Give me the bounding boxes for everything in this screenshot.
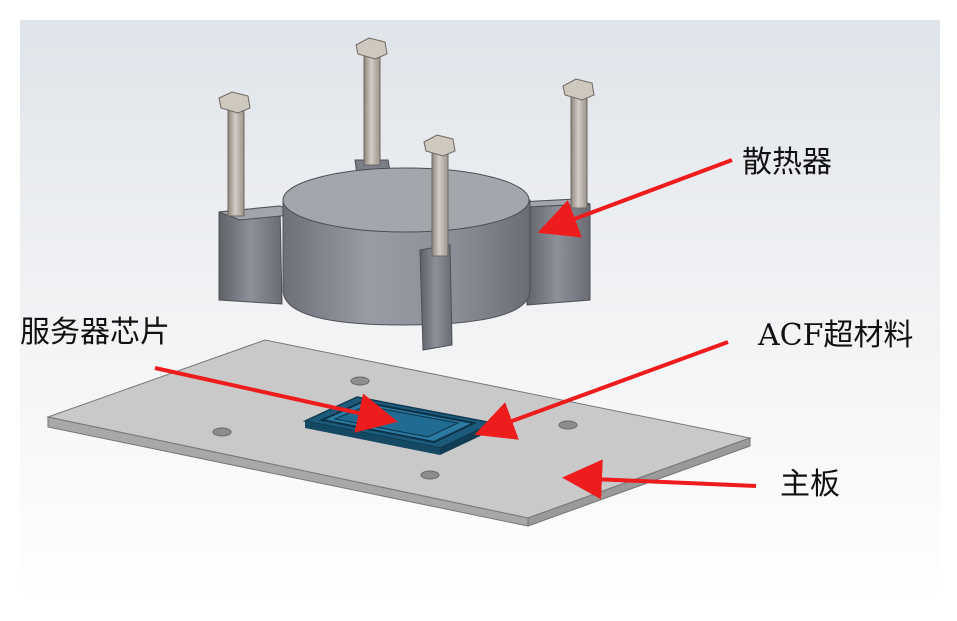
label-mainboard: 主板 [780, 467, 840, 502]
arrow-heatsink [537, 158, 733, 238]
bolt [562, 78, 595, 209]
bolt [423, 134, 456, 257]
arrow-mainboard [562, 459, 757, 500]
heatsink [218, 159, 591, 351]
mounting-hole [212, 427, 232, 437]
label-server-chip: 服务器芯片 [20, 315, 170, 350]
bolt [218, 91, 251, 217]
label-acf-material: ACF超材料 [758, 318, 914, 353]
mounting-hole [420, 470, 440, 480]
arrow-acf [474, 340, 729, 440]
bolt [355, 37, 388, 166]
label-heatsink: 散热器 [742, 145, 832, 180]
arrow-chip [154, 366, 398, 433]
mounting-hole [350, 376, 370, 386]
mounting-hole [558, 420, 578, 430]
